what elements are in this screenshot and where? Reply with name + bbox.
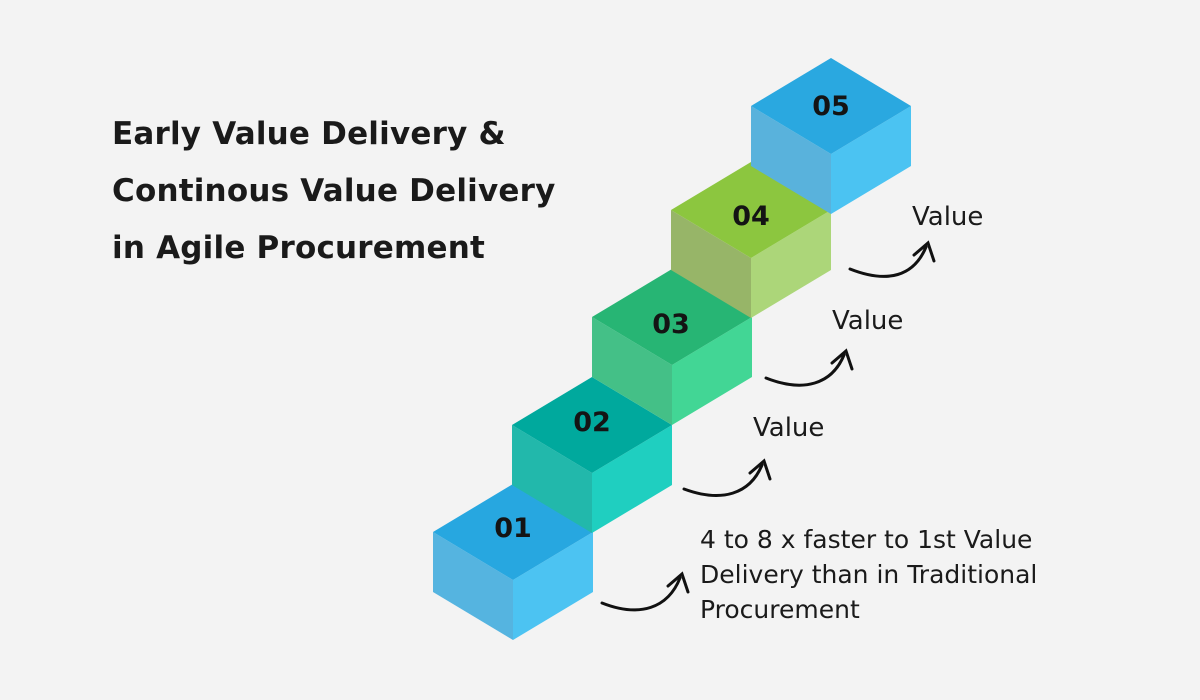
- arrow-03-to-value: [764, 348, 854, 387]
- block-03-right-face: [672, 317, 752, 425]
- block-02-label: 02: [573, 407, 611, 438]
- arrowhead-icon: [830, 348, 854, 371]
- block-02-right-face: [592, 425, 672, 533]
- block-03-label: 03: [652, 309, 690, 340]
- block-05-label: 05: [812, 91, 850, 122]
- value-label-1: Value: [753, 413, 824, 443]
- faster-delivery-note: 4 to 8 x faster to 1st Value Delivery th…: [700, 522, 1140, 627]
- block-01-right-face: [513, 532, 593, 640]
- block-05-left-face: [751, 106, 831, 214]
- block-04-label: 04: [732, 201, 770, 232]
- block-04: 04: [671, 162, 831, 318]
- note-line-3: Procurement: [700, 595, 860, 624]
- block-03-left-face: [592, 317, 672, 425]
- value-label-2: Value: [832, 306, 903, 336]
- curved-arrow-icon: [848, 245, 928, 278]
- note-line-2: Delivery than in Traditional: [700, 560, 1038, 589]
- curved-arrow-icon: [682, 463, 764, 497]
- arrowhead-icon: [912, 240, 936, 263]
- block-02: 02: [512, 377, 672, 533]
- block-01-left-face: [433, 532, 513, 640]
- curved-arrow-icon: [600, 576, 682, 612]
- block-02-left-face: [512, 425, 592, 533]
- note-line-1: 4 to 8 x faster to 1st Value: [700, 525, 1033, 554]
- value-label-3: Value: [912, 202, 983, 232]
- block-04-right-face: [751, 210, 831, 318]
- arrowhead-icon: [666, 571, 690, 594]
- arrowhead-icon: [748, 458, 772, 481]
- block-04-left-face: [671, 210, 751, 318]
- title-line-1: Early Value Delivery &: [112, 116, 506, 152]
- arrow-01-to-note: [600, 571, 690, 612]
- block-05: 05: [751, 58, 911, 214]
- curved-arrow-icon: [764, 353, 846, 387]
- arrow-04-to-value: [848, 240, 936, 278]
- diagram-title: Early Value Delivery & Continous Value D…: [112, 106, 632, 277]
- title-line-2: Continous Value Delivery: [112, 173, 556, 209]
- block-05-right-face: [831, 106, 911, 214]
- title-line-3: in Agile Procurement: [112, 230, 486, 266]
- block-05-top-face: [751, 58, 911, 154]
- arrow-02-to-value: [682, 458, 772, 497]
- block-01-label: 01: [494, 513, 532, 544]
